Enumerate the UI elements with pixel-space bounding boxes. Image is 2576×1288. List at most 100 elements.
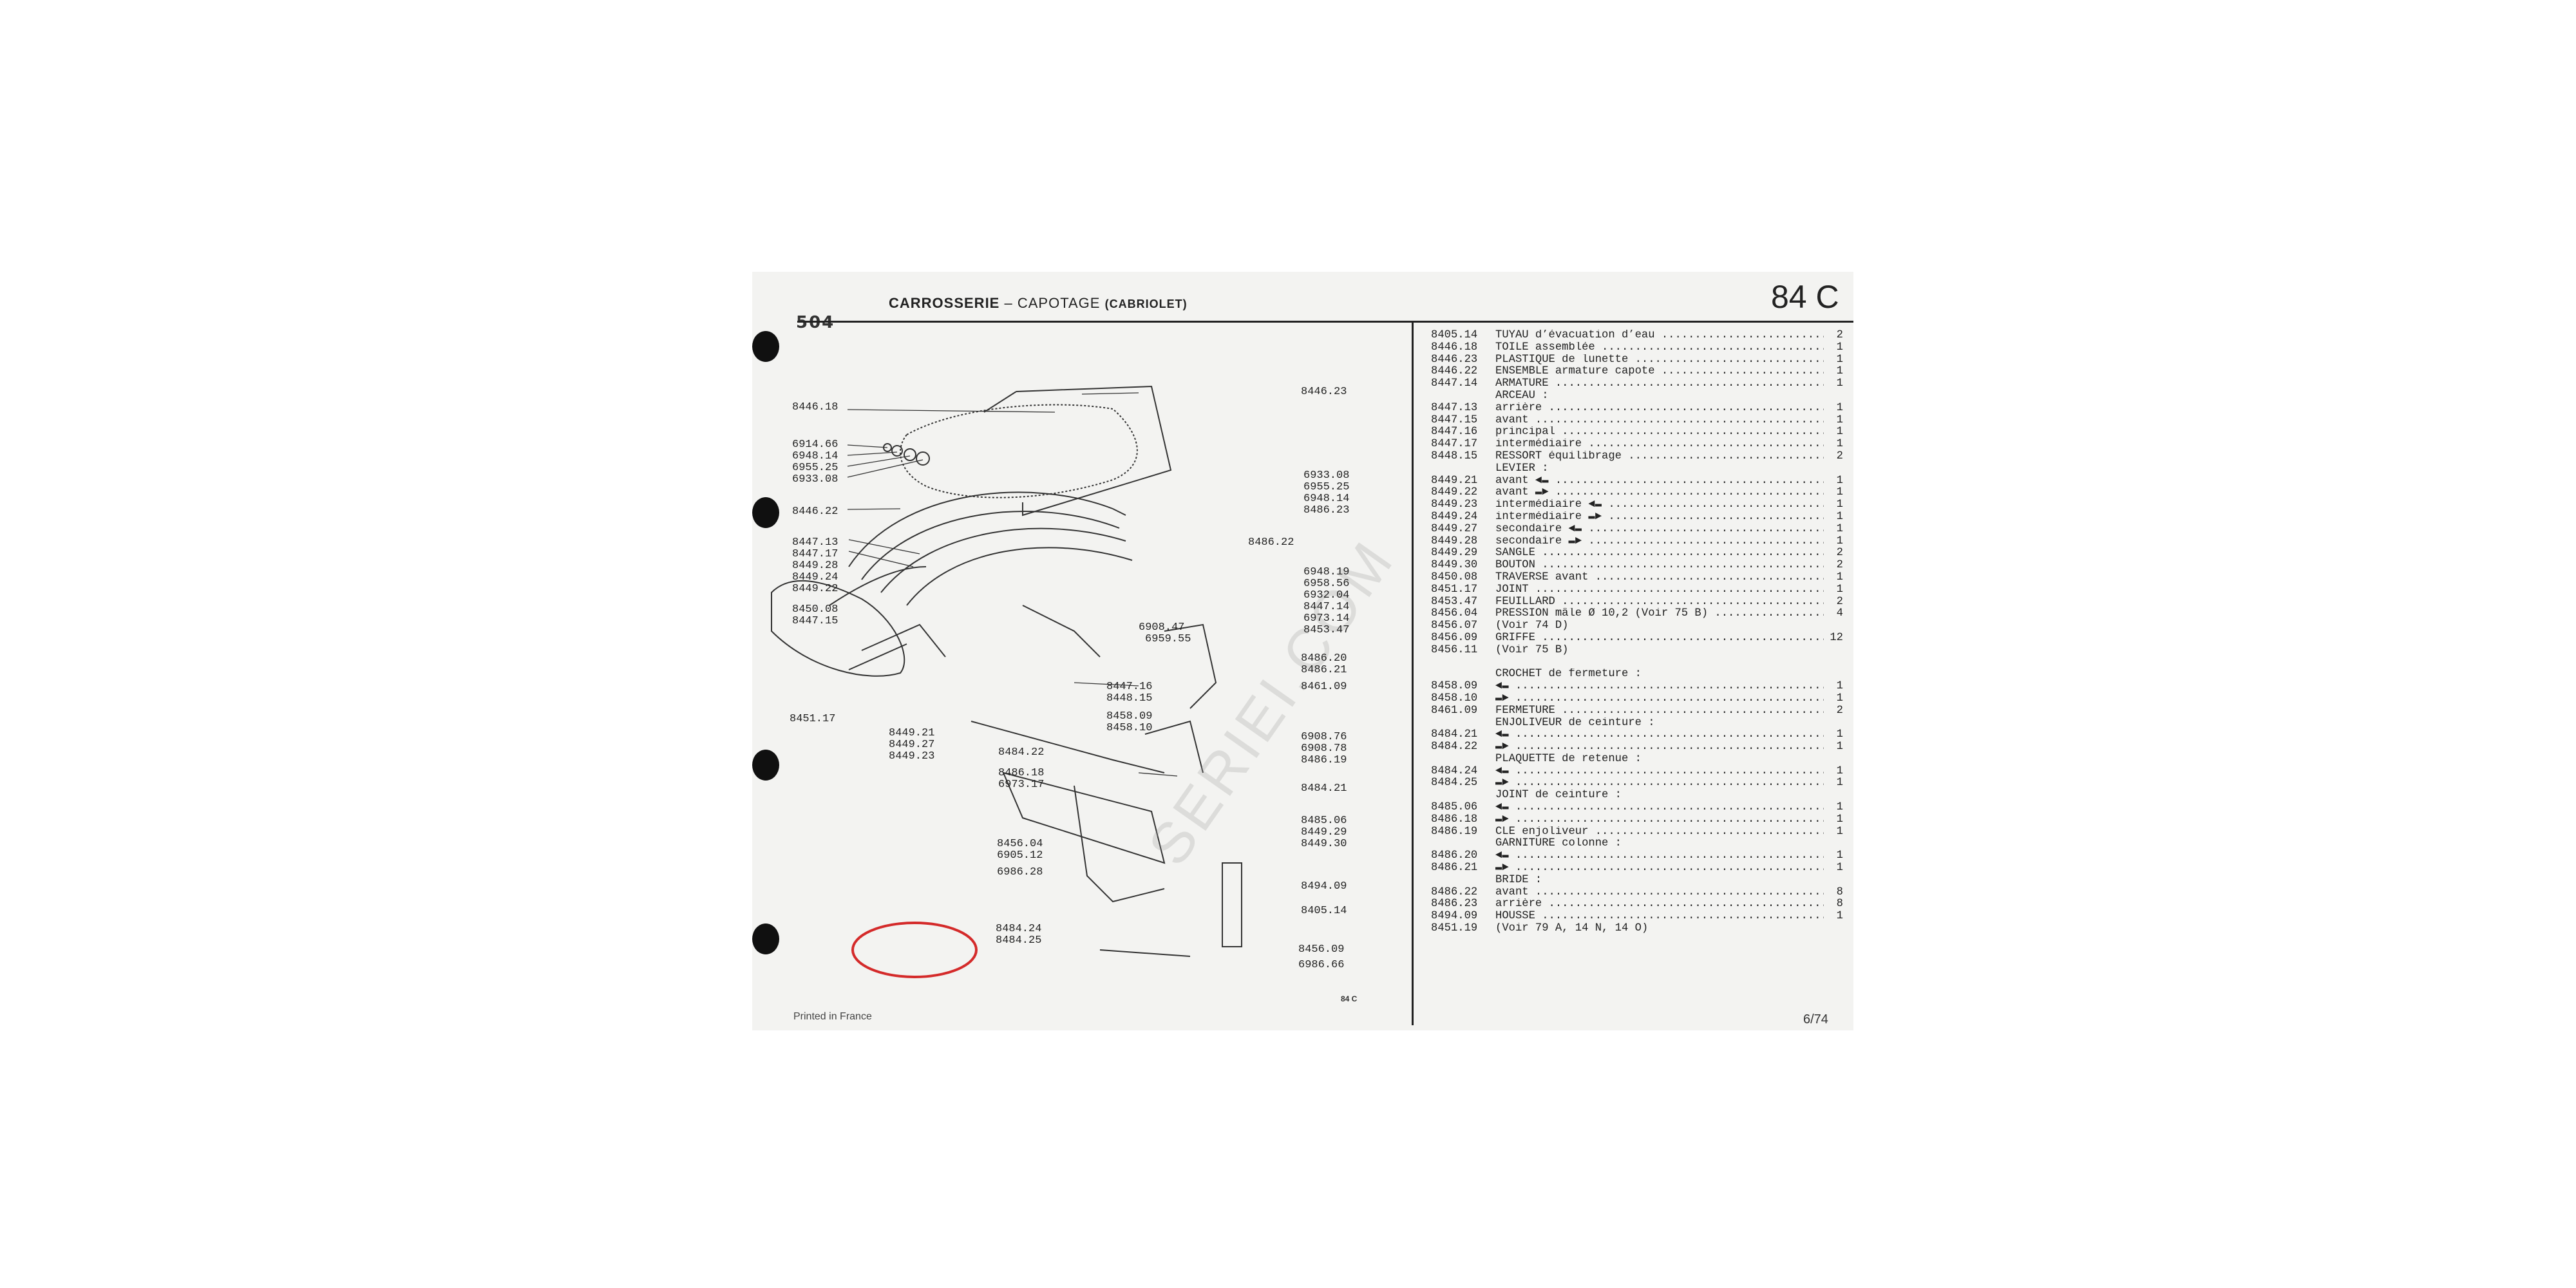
body-tray-shape (1002, 772, 1166, 864)
model-logo: 504 (796, 313, 835, 332)
hood-fabric-shape (900, 404, 1138, 498)
part-quantity: 8 (1836, 886, 1843, 898)
callout-label: 6908.47 (1139, 621, 1185, 634)
part-description: ▬► (1495, 777, 1824, 790)
part-description: FERMETURE (1495, 705, 1824, 717)
part-description: avant (1495, 887, 1824, 899)
part-description: intermédiaire ▬► (1495, 511, 1824, 524)
part-number: 8447.13 (1431, 401, 1478, 414)
parts-row: PLAQUETTE de retenue : (1431, 753, 1843, 766)
part-quantity: 1 (1836, 862, 1843, 875)
part-quantity: 1 (1836, 741, 1843, 753)
callout-label: 6908.76 (1301, 731, 1347, 743)
callout-label: 8449.28 (792, 560, 838, 572)
part-number: 8484.25 (1431, 777, 1478, 790)
issue-date: 6/74 (1803, 1012, 1828, 1027)
part-description: ARCEAU : (1495, 390, 1549, 402)
part-description: ◄▬ (1495, 802, 1824, 814)
part-number: 8456.07 (1431, 620, 1478, 632)
part-description: avant (1495, 415, 1824, 427)
subsection-title: CAPOTAGE (1017, 295, 1101, 311)
callout-label: 8486.18 (998, 767, 1045, 779)
part-description: secondaire ◄▬ (1495, 524, 1824, 536)
part-number: 8461.09 (1431, 704, 1478, 717)
part-description: ▬► (1495, 741, 1824, 753)
callout-label: 6973.14 (1303, 612, 1350, 625)
parts-row: 8447.16 principal1 (1431, 426, 1843, 439)
part-description: BOUTON (1495, 560, 1824, 572)
callout-label: 8485.06 (1301, 815, 1347, 827)
part-description: ENSEMBLE armature capote (1495, 366, 1824, 378)
callout-label: 6932.04 (1303, 589, 1350, 601)
parts-row: 8449.21 avant ◄▬1 (1431, 475, 1843, 488)
part-number: 8484.24 (1431, 764, 1478, 777)
part-quantity: 1 (1836, 680, 1843, 693)
parts-row: 8486.18 ▬►1 (1431, 813, 1843, 826)
parts-row: 8486.21 ▬► 1 (1431, 862, 1843, 875)
part-description: TOILE assemblée (1495, 342, 1824, 354)
part-description: arrière (1495, 898, 1824, 911)
callout-label: 8494.09 (1301, 880, 1347, 893)
parts-row: 8494.09HOUSSE1 (1431, 910, 1843, 923)
binder-hole (752, 331, 779, 362)
callout-label: 6986.28 (997, 866, 1043, 878)
parts-row: JOINT de ceinture : (1431, 790, 1843, 802)
callout-label: 8486.20 (1301, 652, 1347, 665)
part-quantity: 2 (1836, 329, 1843, 341)
callout-label: 6905.12 (997, 849, 1043, 862)
part-number: 8446.22 (1431, 365, 1478, 378)
part-quantity: 1 (1836, 910, 1843, 923)
part-description: ◄▬ (1495, 766, 1824, 778)
callout-label: 8450.08 (792, 603, 838, 616)
parts-row: 8447.15 avant1 (1431, 413, 1843, 427)
callout-label: 8484.24 (996, 923, 1042, 935)
parts-row: 8486.22 avant8 (1431, 886, 1843, 899)
part-quantity: 1 (1836, 413, 1843, 426)
part-quantity: 1 (1836, 728, 1843, 741)
callout-label: 8447.17 (792, 548, 838, 560)
parts-row: 8484.22 ▬►1 (1431, 741, 1843, 753)
callout-label: 8449.23 (889, 750, 935, 762)
callout-label: 8486.23 (1303, 504, 1350, 516)
parts-row: GARNITURE colonne : (1431, 838, 1843, 850)
part-number: 8456.04 (1431, 607, 1478, 620)
callout-label: 8449.30 (1301, 838, 1347, 850)
callout-label: 6908.78 (1301, 743, 1347, 755)
part-number: 8453.47 (1431, 595, 1478, 608)
parts-row: 8449.22 avant ▬►1 (1431, 487, 1843, 499)
parts-row: 8449.30BOUTON2 (1431, 559, 1843, 572)
part-quantity: 1 (1836, 825, 1843, 838)
part-quantity: 1 (1836, 777, 1843, 790)
callout-label: 6948.14 (792, 450, 838, 462)
parts-row: 8451.19(Voir 79 A, 14 N, 14 O) (1431, 922, 1843, 935)
callout-label: 8458.10 (1106, 722, 1153, 734)
parts-row: 8485.06 ◄▬1 (1431, 801, 1843, 814)
callout-label: 8456.09 (1298, 943, 1345, 956)
part-number: 8456.09 (1431, 631, 1478, 644)
part-quantity: 2 (1836, 450, 1843, 462)
callout-label: 6955.25 (1303, 481, 1350, 493)
part-quantity: 1 (1836, 510, 1843, 523)
callout-label: 6958.56 (1303, 578, 1350, 590)
parts-row: LEVIER : (1431, 463, 1843, 475)
part-quantity: 1 (1836, 438, 1843, 451)
part-number: 8484.21 (1431, 728, 1478, 741)
part-description: JOINT (1495, 584, 1824, 596)
part-description: ▬► (1495, 862, 1824, 875)
callout-label: 6959.55 (1145, 633, 1191, 645)
part-number: 8449.28 (1431, 535, 1478, 547)
part-quantity: 2 (1836, 547, 1843, 560)
exploded-diagram (771, 385, 1242, 978)
callout-label: 8448.15 (1106, 692, 1153, 705)
callout-label: 8486.19 (1301, 754, 1347, 766)
part-number: 8486.21 (1431, 862, 1478, 875)
section-title: CARROSSERIE (889, 295, 1000, 311)
part-number: 8485.06 (1431, 801, 1478, 814)
part-description: avant ▬► (1495, 487, 1824, 499)
part-quantity: 4 (1836, 607, 1843, 620)
parts-row: 8449.29SANGLE2 (1431, 547, 1843, 560)
part-number: 8449.22 (1431, 486, 1478, 499)
